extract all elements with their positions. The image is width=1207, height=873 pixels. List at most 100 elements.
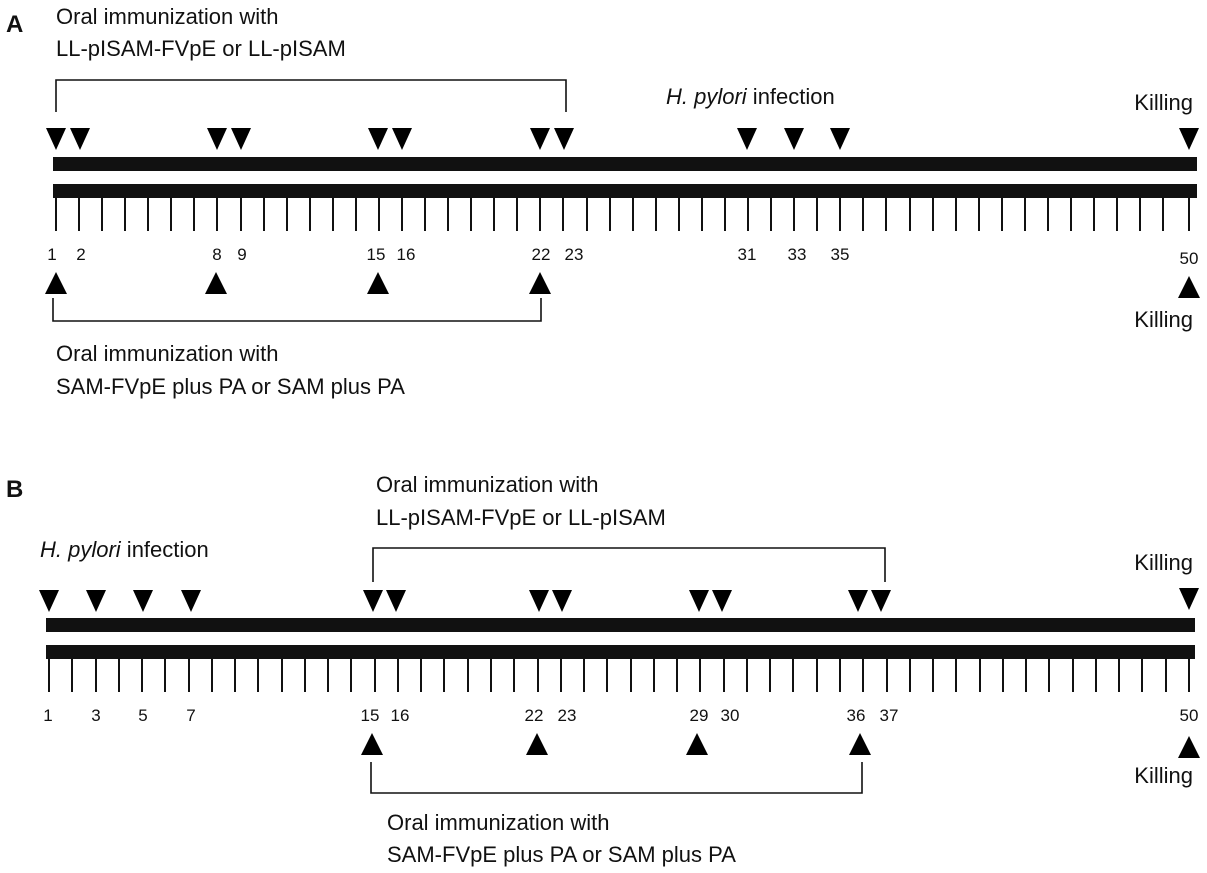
label-line-2: SAM-FVpE plus PA or SAM plus PA [387, 842, 736, 867]
tick-label: 3 [91, 706, 100, 725]
infection-markers [737, 128, 850, 150]
tick-label: 29 [690, 706, 709, 725]
up-triangle-marker [529, 272, 551, 294]
tick-label: 23 [558, 706, 577, 725]
up-triangle-marker [367, 272, 389, 294]
bottom-immunization-label: Oral immunization with SAM-FVpE plus PA … [56, 341, 405, 399]
bottom-killing-label: Killing [1134, 307, 1193, 332]
day-tick-labels: 1 3 5 7 15 16 22 23 29 30 36 37 50 [43, 706, 1198, 725]
down-triangle-marker [554, 128, 574, 150]
tick-label: 9 [237, 245, 246, 264]
top-immunization-bracket [55, 79, 567, 112]
infection-word: infection [747, 84, 835, 109]
bottom-killing-label: Killing [1134, 763, 1193, 788]
top-immunization-markers [46, 128, 574, 150]
tick-label: 23 [565, 245, 584, 264]
bottom-immunization-markers [45, 272, 551, 294]
down-triangle-marker [784, 128, 804, 150]
infection-label: H. pylori infection [40, 537, 209, 562]
day-ticks [48, 659, 1190, 692]
tick-label: 50 [1180, 249, 1199, 268]
timeline-bar-lower [46, 645, 1195, 659]
panel-letter: B [6, 476, 23, 503]
killing-marker-bottom [1178, 736, 1200, 758]
down-triangle-marker [848, 590, 868, 612]
label-line-2: LL-pISAM-FVpE or LL-pISAM [56, 36, 346, 61]
down-triangle-marker [181, 590, 201, 612]
top-killing-label: Killing [1134, 90, 1193, 115]
killing-marker-top [1179, 128, 1199, 150]
down-triangle-marker [392, 128, 412, 150]
tick-label: 16 [397, 245, 416, 264]
top-immunization-label: Oral immunization with LL-pISAM-FVpE or … [56, 4, 346, 61]
tick-label: 31 [738, 245, 757, 264]
infection-species: H. pylori [40, 537, 122, 562]
bottom-immunization-markers [361, 733, 871, 755]
killing-marker-top [1179, 588, 1199, 610]
label-line-1: Oral immunization with [387, 810, 610, 835]
down-triangle-marker [552, 590, 572, 612]
tick-label: 5 [138, 706, 147, 725]
label-line-1: Oral immunization with [56, 4, 279, 29]
label-line-2: LL-pISAM-FVpE or LL-pISAM [376, 505, 666, 530]
tick-label: 33 [788, 245, 807, 264]
down-triangle-marker [207, 128, 227, 150]
day-tick-labels: 1 2 8 9 15 16 22 23 31 33 35 50 [47, 245, 1198, 268]
tick-label: 30 [721, 706, 740, 725]
down-triangle-marker [70, 128, 90, 150]
infection-species: H. pylori [666, 84, 748, 109]
bottom-immunization-label: Oral immunization with SAM-FVpE plus PA … [387, 810, 736, 867]
down-triangle-marker [530, 128, 550, 150]
timeline-bar-lower [53, 184, 1197, 198]
infection-word: infection [121, 537, 209, 562]
down-triangle-marker [86, 590, 106, 612]
down-triangle-marker [712, 590, 732, 612]
down-triangle-marker [363, 590, 383, 612]
label-line-2: SAM-FVpE plus PA or SAM plus PA [56, 374, 405, 399]
timeline-bar-upper [46, 618, 1195, 632]
down-triangle-marker [830, 128, 850, 150]
tick-label: 50 [1180, 706, 1199, 725]
bottom-immunization-bracket [52, 298, 542, 322]
bottom-immunization-bracket [370, 762, 863, 794]
panel-a: A Oral immunization with LL-pISAM-FVpE o… [6, 4, 1200, 399]
down-triangle-marker [133, 590, 153, 612]
up-triangle-marker [849, 733, 871, 755]
panel-letter: A [6, 11, 23, 38]
up-triangle-marker [205, 272, 227, 294]
tick-label: 36 [847, 706, 866, 725]
down-triangle-marker [529, 590, 549, 612]
tick-label: 15 [361, 706, 380, 725]
tick-label: 37 [880, 706, 899, 725]
tick-label: 35 [831, 245, 850, 264]
down-triangle-marker [871, 590, 891, 612]
top-immunization-markers [363, 590, 891, 612]
down-triangle-marker [737, 128, 757, 150]
up-triangle-marker [686, 733, 708, 755]
tick-label: 15 [367, 245, 386, 264]
tick-label: 22 [525, 706, 544, 725]
infection-markers [39, 590, 201, 612]
down-triangle-marker [386, 590, 406, 612]
down-triangle-marker [689, 590, 709, 612]
down-triangle-marker [39, 590, 59, 612]
tick-label: 16 [391, 706, 410, 725]
tick-label: 1 [43, 706, 52, 725]
panel-b: B Oral immunization with LL-pISAM-FVpE o… [6, 472, 1200, 867]
label-line-1: Oral immunization with [376, 472, 599, 497]
tick-label: 1 [47, 245, 56, 264]
tick-label: 8 [212, 245, 221, 264]
tick-label: 2 [76, 245, 85, 264]
up-triangle-marker [361, 733, 383, 755]
top-immunization-label: Oral immunization with LL-pISAM-FVpE or … [376, 472, 666, 530]
down-triangle-marker [231, 128, 251, 150]
infection-label: H. pylori infection [666, 84, 835, 109]
tick-label: 22 [532, 245, 551, 264]
up-triangle-marker [526, 733, 548, 755]
killing-marker-bottom [1178, 276, 1200, 298]
down-triangle-marker [46, 128, 66, 150]
timeline-bar-upper [53, 157, 1197, 171]
top-immunization-bracket [372, 547, 886, 582]
top-killing-label: Killing [1134, 550, 1193, 575]
